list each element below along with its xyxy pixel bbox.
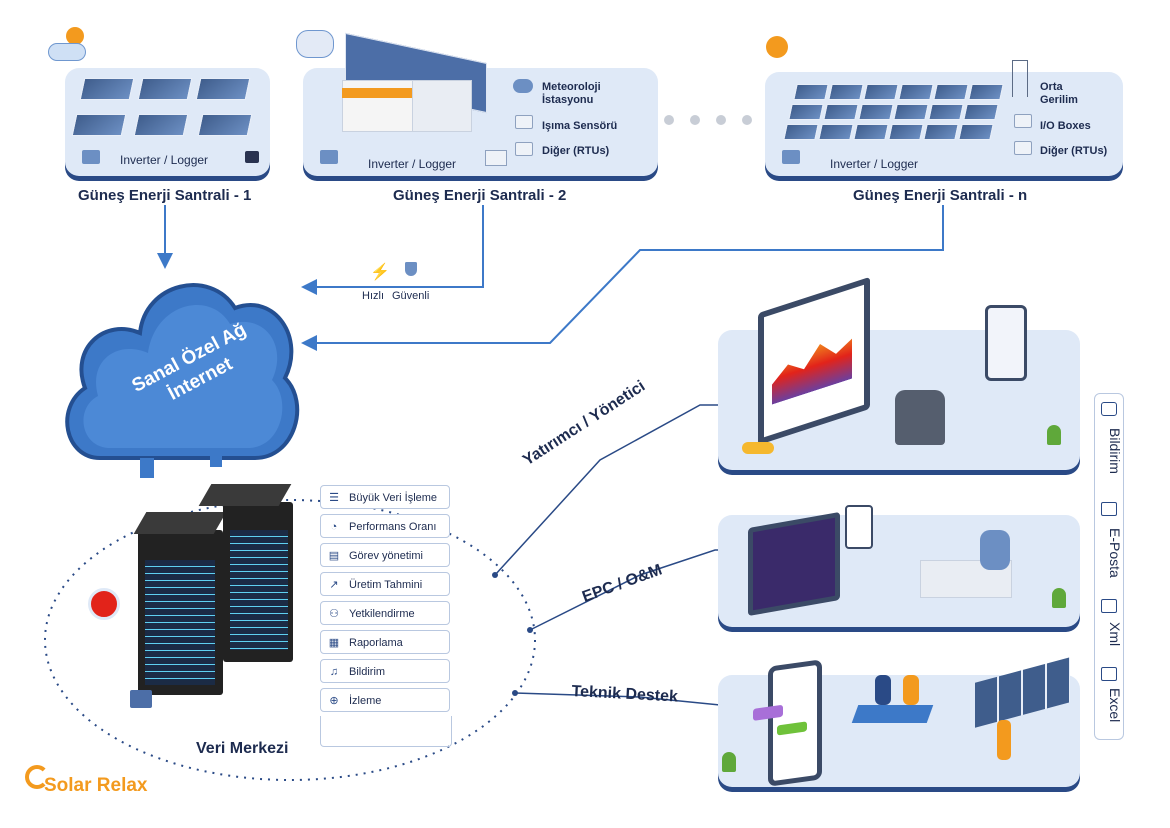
battery-icon [245,151,259,163]
feature-authorization: ⚇Yetkilendirme [320,601,450,625]
shield-icon [405,262,417,276]
device-meteorology: Meteoroloji İstasyonu [542,81,601,106]
crosshair-icon: ⊕ [329,695,339,707]
datacenter-label: Veri Merkezi [196,740,289,757]
ellipsis-dot [716,115,726,125]
feature-reporting: ▦Raporlama [320,630,450,654]
rtu-icon [515,142,533,156]
device-io-boxes: I/O Boxes [1040,120,1091,132]
bell-icon: ♫ [329,666,339,678]
sun-cloud-icon [48,25,93,65]
cloud-network [65,283,300,478]
feature-notification: ♫Bildirim [320,659,450,683]
feature-forecast: ↗Üretim Tahmini [320,572,450,596]
feature-big-data: ☰Büyük Veri İşleme [320,485,450,509]
engineers-table-illustration [851,675,934,750]
server-stack-icon [782,150,800,164]
solar-panel-worker-illustration [965,657,1075,765]
ellipsis-dot [742,115,752,125]
server-stack-icon [320,150,338,164]
meteorology-station-icon [513,79,533,93]
lightning-icon: ⚡ [370,264,390,281]
plant-n-inverter-label: Inverter / Logger [830,157,919,171]
plant-icon [1047,425,1061,445]
secure-label: Güvenli [392,290,430,302]
list-icon: ▤ [328,550,340,562]
excel-file-icon [1101,667,1117,681]
device-rtu-2: Diğer (RTUs) [542,145,610,157]
phone-chart-illustration [985,305,1027,381]
plant-n-title: Güneş Enerji Santrali - n [853,187,1028,204]
plant-icon [1052,588,1066,608]
output-xml: Xml [1107,622,1123,647]
engineer-desk-illustration [920,520,1030,600]
report-icon: ▦ [328,637,340,649]
rain-cloud-icon [296,30,334,58]
irradiance-sensor-icon [515,115,533,129]
feature-monitoring: ⊕İzleme [320,688,450,712]
laptop-illustration [748,511,840,617]
inverter-icon [485,150,507,166]
coins-icon [742,442,774,454]
bell-icon [1101,402,1117,416]
device-irradiance: Işıma Sensörü [542,120,618,132]
power-tower-icon [1012,60,1028,97]
plant-2-title: Güneş Enerji Santrali - 2 [393,187,567,204]
trend-chart-icon: ↗ [329,579,339,591]
xml-file-icon [1101,599,1117,613]
phone-chat-illustration [753,659,822,787]
feature-task-management: ▤Görev yönetimi [320,543,450,567]
plant-2-inverter-label: Inverter / Logger [368,157,457,171]
fast-label: Hızlı [362,290,384,302]
output-notification: Bildirim [1107,428,1123,474]
plant-icon [722,752,736,772]
sun-icon [766,36,788,58]
server-stack-icon [82,150,100,164]
logo-text: Solar Relax [44,775,148,796]
logo-sun-icon [25,765,49,789]
person-chair-illustration [895,390,945,445]
flag-shield-icon [88,588,120,620]
output-excel: Excel [1107,688,1123,723]
ellipsis-dot [664,115,674,125]
io-box-icon [1014,114,1032,128]
database-icon: ☰ [329,492,339,504]
lock-icon [130,690,152,708]
plant-1-inverter-label: Inverter / Logger [120,153,209,167]
plant-1-title: Güneş Enerji Santrali - 1 [78,187,252,204]
checklist-illustration [845,505,873,549]
feature-performance: ◔Performans Oranı [320,514,450,538]
gauge-icon: ◔ [330,521,338,533]
rtu-icon [1014,141,1032,155]
ellipsis-dot [690,115,700,125]
output-email: E-Posta [1107,528,1123,578]
mail-icon [1101,502,1117,516]
output-bar [1094,393,1124,740]
device-medium-voltage: Orta Gerilim [1040,81,1078,106]
device-rtu-n: Diğer (RTUs) [1040,145,1108,157]
users-hierarchy-icon: ⚇ [329,608,339,620]
